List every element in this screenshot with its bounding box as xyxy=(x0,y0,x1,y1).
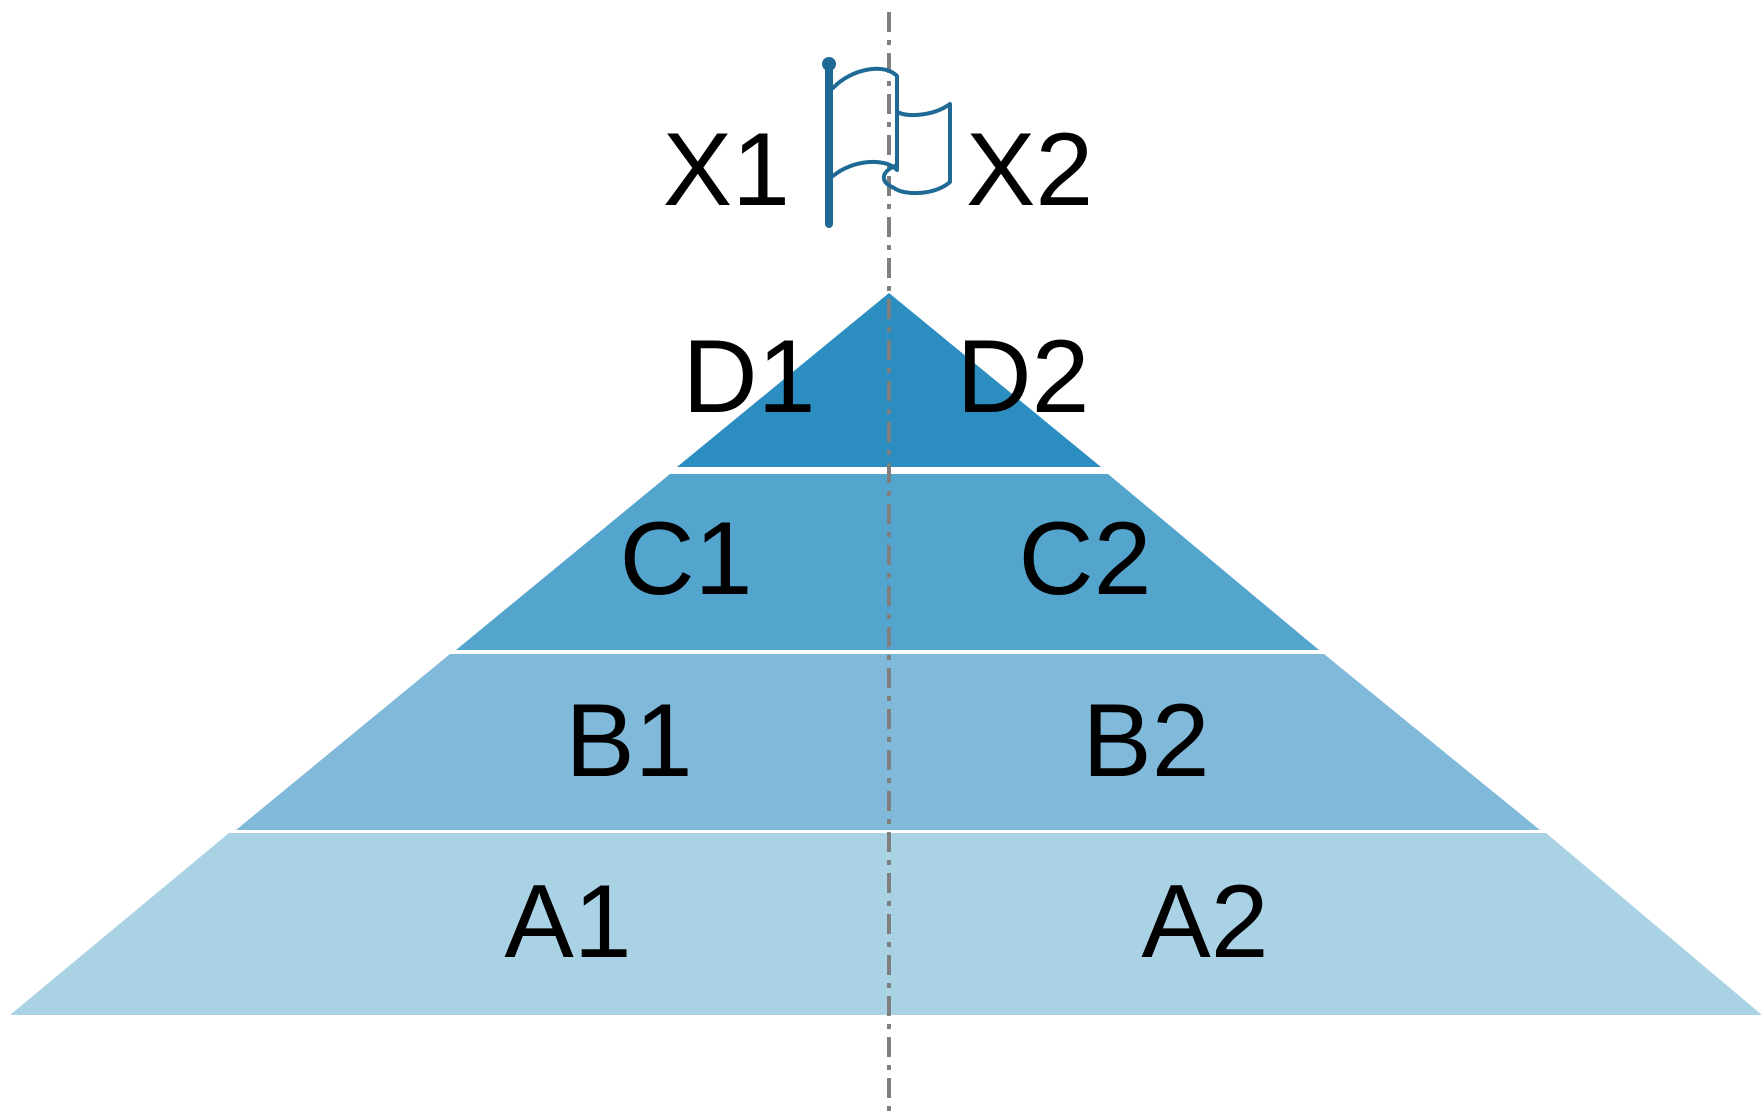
label-b1: B1 xyxy=(565,683,692,799)
label-a2: A2 xyxy=(1141,864,1268,980)
tier-d xyxy=(677,293,1101,467)
flag-icon xyxy=(822,57,952,228)
label-x1: X1 xyxy=(663,112,790,228)
tier-a xyxy=(10,833,1762,1015)
label-d2: D2 xyxy=(957,319,1090,435)
label-c1: C1 xyxy=(620,501,753,617)
label-b2: B2 xyxy=(1082,683,1209,799)
label-a1: A1 xyxy=(504,864,631,980)
label-c2: C2 xyxy=(1019,501,1152,617)
label-d1: D1 xyxy=(683,319,816,435)
label-x2: X2 xyxy=(966,112,1093,228)
